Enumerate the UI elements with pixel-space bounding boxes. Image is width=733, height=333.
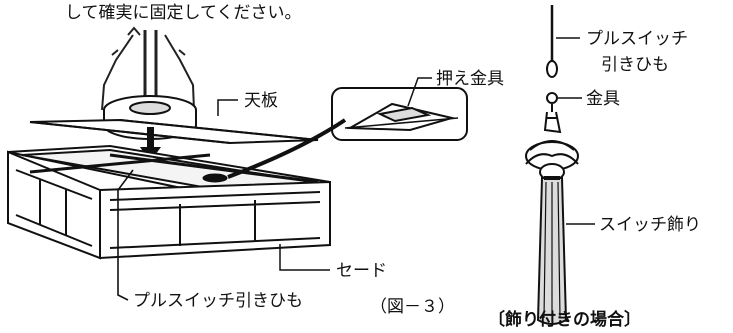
top-board — [29, 118, 319, 145]
label-tenban: 天板 — [244, 91, 278, 111]
leader-lines — [217, 77, 432, 271]
label-shade: セード — [336, 261, 387, 281]
label-pull-switch: プルスイッチ — [586, 29, 688, 49]
label-kanagu: 金具 — [586, 89, 620, 109]
figure-caption: （図－３） — [370, 297, 455, 317]
switch-decoration — [525, 140, 579, 325]
right-leader-lines — [556, 37, 595, 225]
label-with-deco: 〔飾り付きの場合〕 — [488, 309, 641, 330]
clamp-inset — [331, 87, 468, 141]
label-pull-cord-right: 引きひも — [601, 55, 669, 75]
hanging-chains — [101, 26, 195, 111]
pull-switch-cord — [546, 5, 558, 78]
label-pull-cord: プルスイッチ引きひも — [133, 291, 303, 311]
pull-cord-callout — [117, 169, 134, 301]
clamp-leader — [202, 118, 347, 183]
shade-crossbar — [29, 153, 319, 184]
metal-hook — [543, 92, 562, 134]
top-instruction-text: して確実に固定してください。 — [65, 3, 301, 23]
label-switch-deco: スイッチ飾り — [599, 215, 701, 235]
label-osae-kanagu: 押え金具 — [436, 69, 504, 89]
